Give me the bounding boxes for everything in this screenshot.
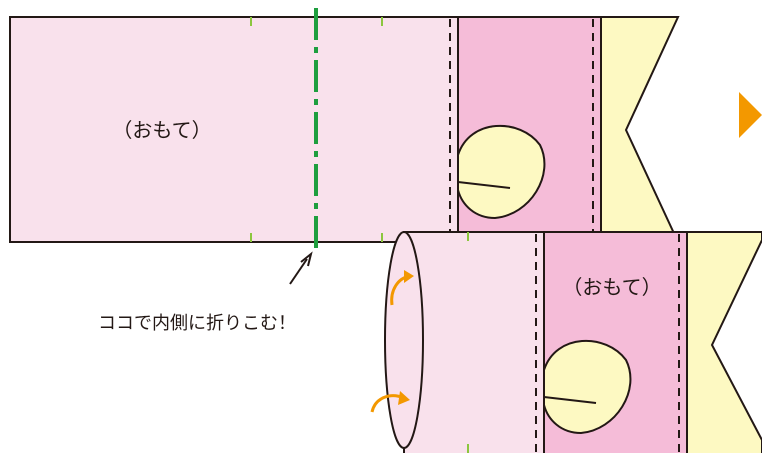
bottom-eye (543, 340, 632, 435)
bottom-face-label: （おもて） (562, 275, 661, 299)
bottom-eye-pupil-line (543, 396, 597, 404)
curl-arrow-head (404, 270, 414, 283)
top-face-label: （おもて） (112, 118, 211, 142)
top-eye (457, 125, 546, 220)
top-tail-fin (600, 16, 680, 243)
next-step-triangle-icon (739, 92, 762, 138)
bottom-fish-piece: （おもて） (370, 231, 762, 453)
pointer-arrow-icon (289, 258, 308, 285)
curl-arrow-head (398, 391, 410, 405)
top-fish-piece: （おもて） (9, 8, 680, 250)
tube-opening (384, 231, 424, 449)
pointer-arrow-head (300, 251, 313, 267)
top-eye-pupil-line (457, 181, 511, 189)
fold-instruction-note: ココで内側に折りこむ！ (98, 313, 296, 334)
top-body-panel (9, 16, 459, 243)
bottom-body-panel (403, 231, 545, 453)
bottom-tail-fin (686, 231, 762, 453)
